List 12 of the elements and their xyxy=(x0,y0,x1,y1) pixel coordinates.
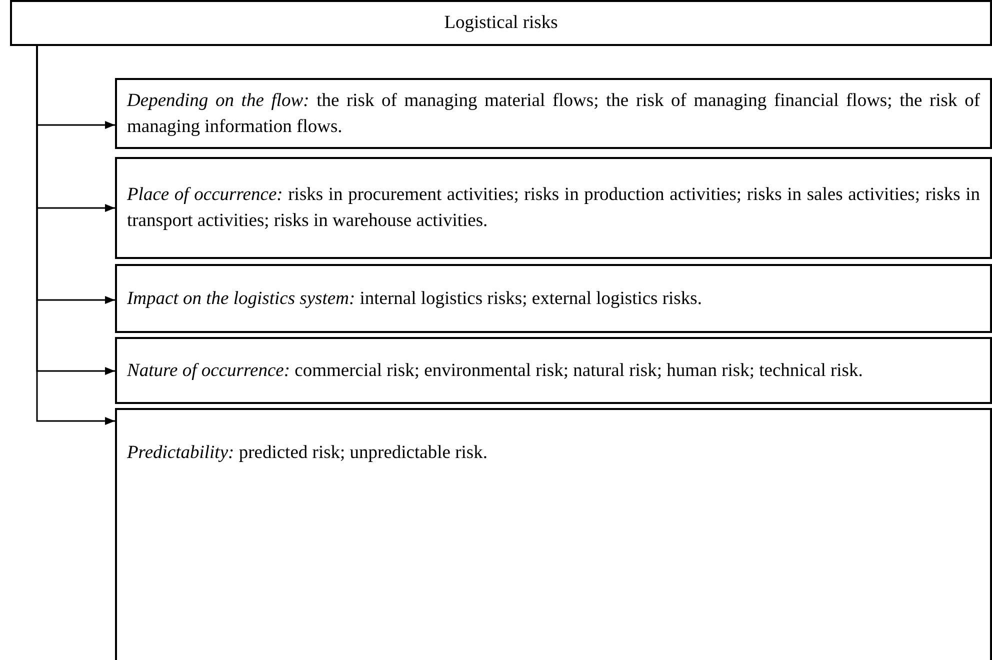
heading-text: Logistical risks xyxy=(444,12,558,35)
description-text: Depending on the flow: the risk of managing material flows; the risk of managing financial flows; the risk of managing information flows. xyxy=(127,90,980,138)
title-box xyxy=(10,0,992,46)
description-text: Nature of occurrence: commercial risk; environmental risk; natural risk; human risk; technical risk. xyxy=(127,360,863,382)
category-box xyxy=(115,157,992,259)
category-box xyxy=(115,78,992,149)
category-box xyxy=(115,264,992,333)
description-text: Predictability: predicted risk; unpredictable risk. xyxy=(127,442,488,465)
description-text: Impact on the logistics system: internal logistics risks; external logistics risks. xyxy=(127,288,702,310)
category-box xyxy=(115,408,992,660)
description-text: Place of occurrence: risks in procurement activities; risks in production activities; risks in sales activities; risks in transport activities; risks in warehouse activities. xyxy=(127,184,980,233)
category-box xyxy=(115,337,992,404)
